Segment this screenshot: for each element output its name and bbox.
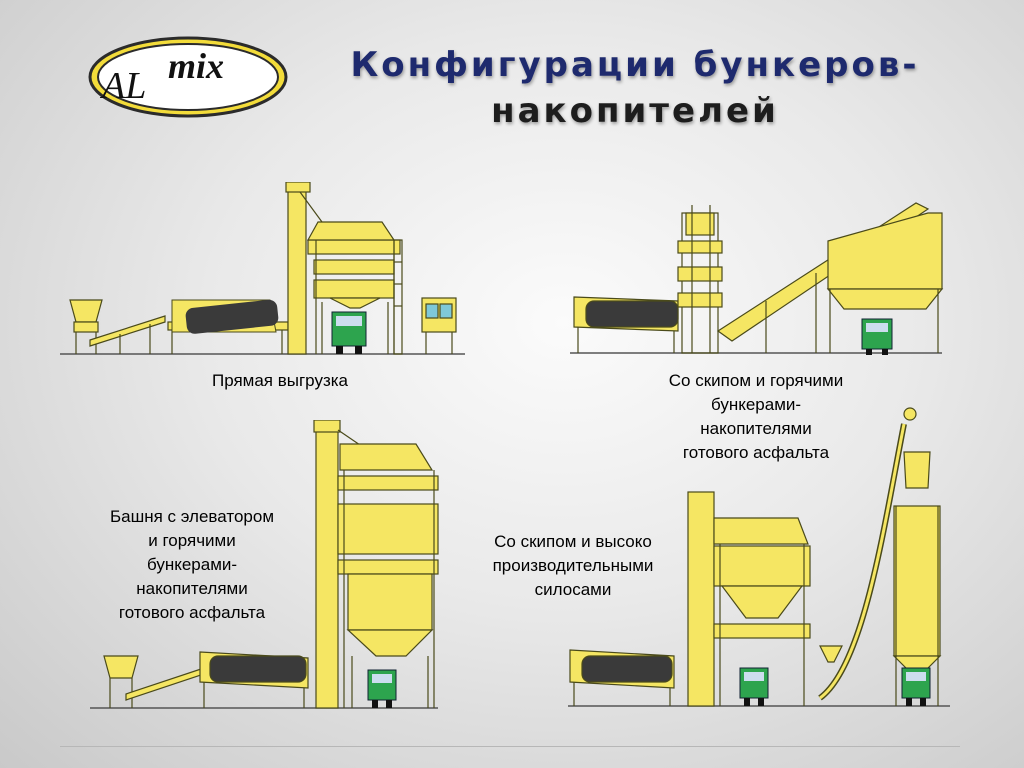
caption-skip-silos: Со скипом и высоко производительными сил… [462, 530, 684, 602]
caption-line: накопителями [136, 579, 248, 598]
title-line-2: накопителей [491, 91, 779, 131]
truck [861, 318, 893, 355]
logo-mix-text: mix [168, 46, 224, 86]
title-line-1: Конфигурации бункеров- [350, 45, 920, 85]
truck [901, 667, 931, 706]
diagram-direct-discharge [60, 182, 465, 355]
caption-line: силосами [534, 580, 612, 599]
truck [367, 669, 397, 708]
caption-line: Со скипом и высоко [494, 532, 652, 551]
caption-line: Прямая выгрузка [211, 371, 349, 390]
logo-al-text: AL [99, 65, 146, 107]
caption-skip-hot-bins: Со скипом и горячими бункерами- накопите… [636, 369, 876, 465]
caption-line: готового асфальта [118, 603, 266, 622]
almix-logo: AL mix [88, 36, 288, 118]
dryer-drum [171, 299, 279, 334]
caption-direct-discharge: Прямая выгрузка [170, 369, 390, 393]
caption-line: Башня с элеватором [109, 507, 275, 526]
caption-line: производительными [492, 556, 654, 575]
caption-tower-elevator: Башня с элеватором и горячими бункерами-… [80, 505, 304, 625]
truck [739, 667, 769, 706]
caption-line: Со скипом и горячими [668, 371, 844, 390]
diagram-skip-silos [568, 407, 950, 707]
footer-divider [60, 746, 960, 747]
caption-line: и горячими [148, 531, 236, 550]
caption-line: накопителями [700, 419, 812, 438]
caption-line: бункерами- [710, 395, 802, 414]
diagram-skip-hot-bins [570, 202, 944, 355]
slide-title: Конфигурации бункеров- накопителей [330, 42, 940, 134]
diagram-tower-elevator [90, 420, 439, 709]
caption-line: бункерами- [146, 555, 238, 574]
caption-line: готового асфальта [682, 443, 830, 462]
truck [331, 311, 367, 354]
